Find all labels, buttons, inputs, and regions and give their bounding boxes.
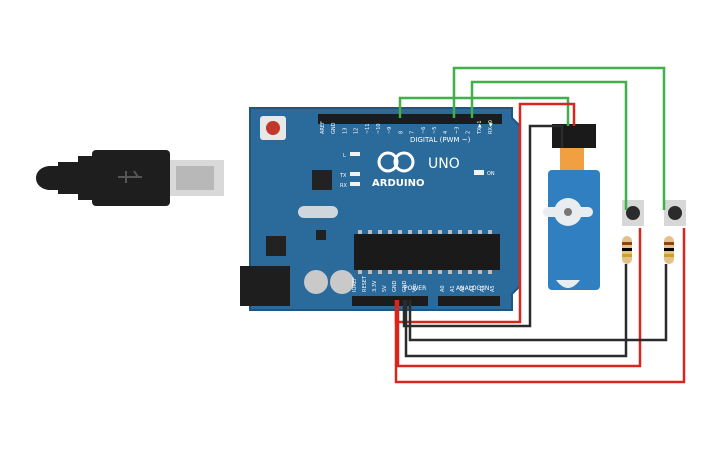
analog-pin-label: A1 [450, 285, 456, 292]
wire-black-resistor2 [408, 264, 668, 342]
digital-pin-label: AREF [320, 121, 326, 134]
servo-motor [543, 124, 600, 290]
power-pin-label: GND [392, 280, 398, 292]
digital-pin-label: ~9 [387, 127, 393, 134]
crystal [298, 206, 338, 218]
digital-pin-label: GND [331, 122, 337, 134]
digital-pin-label: 7 [410, 131, 416, 134]
digital-pin-label: TX▶1 [477, 120, 483, 135]
analog-label: ANALOG IN [456, 285, 489, 292]
analog-pin-label: A3 [470, 285, 476, 292]
analog-pin-label: A5 [490, 285, 496, 292]
digital-pin-label: 2 [466, 131, 472, 134]
wire-green-button1 [470, 80, 628, 210]
power-pin-label: 5V [382, 285, 388, 292]
wires [394, 66, 686, 384]
microcontroller [354, 234, 500, 270]
digital-header-label: DIGITAL (PWM ~) [410, 136, 471, 144]
resistor-1 [622, 236, 632, 264]
voltage-regulator [266, 236, 286, 256]
l-led [350, 152, 360, 156]
wire-black-servo [402, 124, 564, 328]
wire-red-button2 [394, 228, 686, 384]
pushbutton-1 [622, 200, 644, 226]
power-pin-label: RESET [362, 275, 368, 292]
on-led [474, 170, 484, 175]
capacitor [330, 270, 354, 294]
board-model: UNO [428, 156, 460, 172]
digital-pin-label: 4 [443, 131, 449, 134]
tx-led [350, 172, 360, 176]
tx-led-label: TX [339, 173, 347, 179]
power-label: POWER [404, 285, 426, 292]
digital-pin-label: 12 [354, 128, 360, 134]
analog-pin-label: A0 [440, 285, 446, 292]
digital-header [318, 114, 502, 124]
digital-pin-label: RX◀0 [488, 120, 494, 134]
resistor-2 [664, 236, 674, 264]
usb-cable [36, 150, 224, 206]
power-pin-label: IOREF [352, 277, 358, 292]
analog-pin-label: A2 [460, 285, 466, 292]
analog-header [438, 296, 500, 306]
wire-black-resistor1 [404, 264, 628, 358]
capacitor [304, 270, 328, 294]
rx-led-label: RX [340, 183, 347, 189]
usb-chip [312, 170, 332, 190]
on-led-label: ON [487, 171, 495, 177]
wire-green-button2 [452, 66, 666, 210]
dc-jack [240, 266, 290, 306]
wire-green-servo [398, 96, 570, 126]
digital-pin-label: 13 [342, 128, 348, 134]
l-led-label: L [343, 153, 346, 159]
board-logo-text: ARDUINO [372, 178, 424, 189]
wire-red-servo [518, 102, 576, 126]
usb-symbol-icon [118, 170, 142, 183]
power-pin-label: GND [402, 280, 408, 292]
power-header [352, 296, 428, 306]
power-pin-label: 3.3V [372, 280, 378, 292]
digital-pin-label: ~3 [454, 127, 460, 134]
arduino-logo-icon [377, 151, 399, 173]
power-pin-label: Vin [412, 284, 418, 292]
digital-pin-label: ~11 [365, 123, 371, 134]
analog-pin-label: A4 [480, 285, 486, 292]
digital-pin-label: ~6 [421, 127, 427, 134]
digital-pin-label: ~5 [432, 127, 438, 134]
wire-red-button1 [396, 228, 642, 368]
digital-pin-label: ~10 [376, 123, 382, 134]
servo-connector [552, 124, 596, 148]
rx-led [350, 182, 360, 186]
pushbutton-2 [664, 200, 686, 226]
arduino-board: ARDUINO UNO DIGITAL (PWM ~) POWER ANALOG… [240, 107, 521, 311]
digital-pin-label: 8 [398, 131, 404, 134]
